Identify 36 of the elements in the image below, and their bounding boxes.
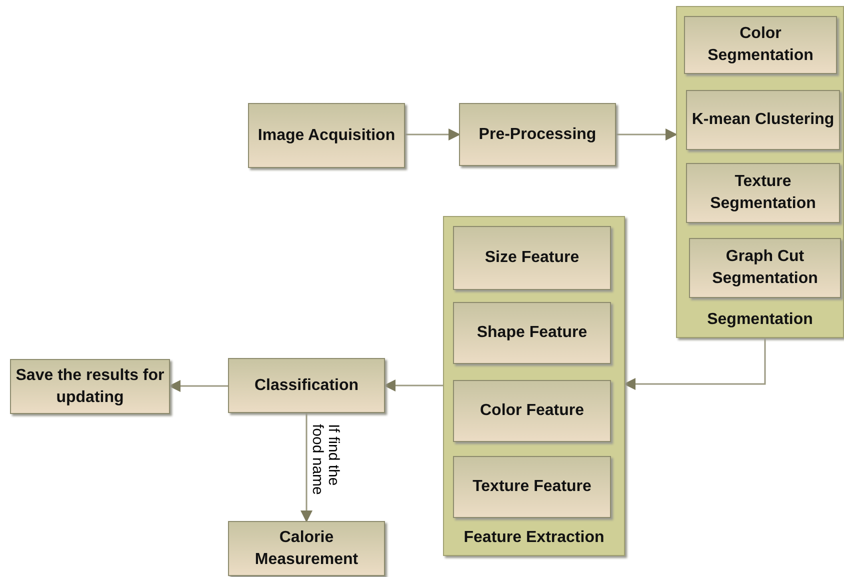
process-box (248, 103, 405, 168)
step-label: Calorie Measurement (254, 528, 360, 570)
process-box (689, 238, 841, 298)
group-panel (676, 6, 844, 338)
step-label: Color Feature (478, 401, 585, 421)
group-heading: Segmentation (706, 310, 814, 330)
step-label: Texture Segmentation (709, 172, 817, 214)
step-label: K-mean Clustering (690, 110, 836, 130)
process-box (686, 90, 840, 150)
process-box (459, 103, 616, 166)
group-heading: Feature Extraction (462, 528, 606, 548)
step-label: Image Acquisition (256, 126, 396, 146)
arrow (405, 128, 460, 140)
step-label: Pre-Processing (478, 124, 598, 144)
step-label: Save the results for updating (14, 366, 166, 408)
process-box (228, 358, 385, 413)
step-label: Classification (253, 376, 360, 396)
arrow (616, 128, 678, 140)
step-label: Size Feature (484, 248, 580, 268)
process-box (453, 302, 611, 364)
arrow (384, 380, 443, 392)
arrow (300, 413, 312, 522)
arrow (168, 380, 228, 392)
step-label: Graph Cut Segmentation (711, 247, 819, 289)
process-box (228, 521, 385, 576)
process-box (453, 380, 611, 442)
arrow (624, 338, 766, 390)
process-box (453, 456, 611, 518)
process-box (686, 163, 840, 223)
step-label: Shape Feature (476, 323, 588, 343)
process-box (453, 226, 611, 290)
process-box (10, 359, 170, 414)
step-label: Color Segmentation (706, 24, 814, 66)
process-box (684, 16, 837, 74)
group-panel (443, 216, 625, 556)
step-label: Texture Feature (472, 477, 592, 497)
